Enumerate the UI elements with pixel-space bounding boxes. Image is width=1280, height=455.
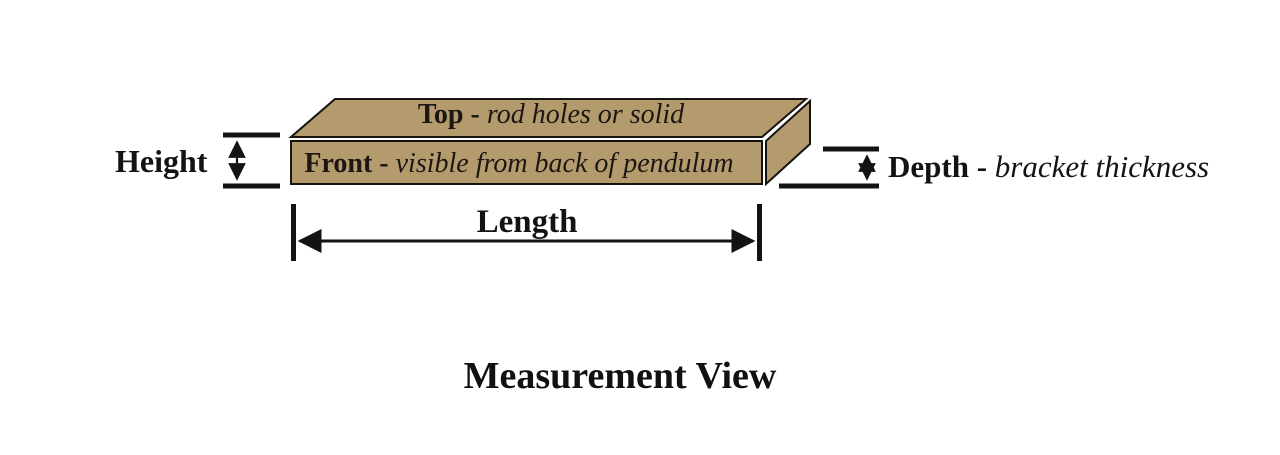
box-front-face [290, 140, 763, 185]
top-face-description: rod holes or solid [487, 99, 685, 130]
box-right-face [765, 98, 811, 187]
depth-description: bracket thickness [995, 149, 1209, 184]
front-face-label: Front - visible from back of pendulum [304, 148, 733, 179]
top-face-label: Top - rod holes or solid [418, 99, 685, 130]
length-dimension: Length [291, 204, 762, 261]
length-label: Length [477, 204, 578, 240]
diagram-title: Measurement View [464, 355, 777, 397]
front-face-name: Front - [304, 148, 388, 179]
top-face-name: Top - [418, 99, 480, 130]
box-3d: Top - rod holes or solid Front - visible… [288, 98, 811, 187]
depth-name: Depth - [888, 149, 987, 184]
box-top-face [288, 98, 809, 138]
height-dimension: Height [115, 132, 280, 189]
depth-label: Depth - bracket thickness [888, 149, 1209, 184]
height-label: Height [115, 143, 208, 179]
depth-dimension: Depth - bracket thickness [779, 146, 1209, 189]
front-face-description: visible from back of pendulum [396, 148, 734, 179]
